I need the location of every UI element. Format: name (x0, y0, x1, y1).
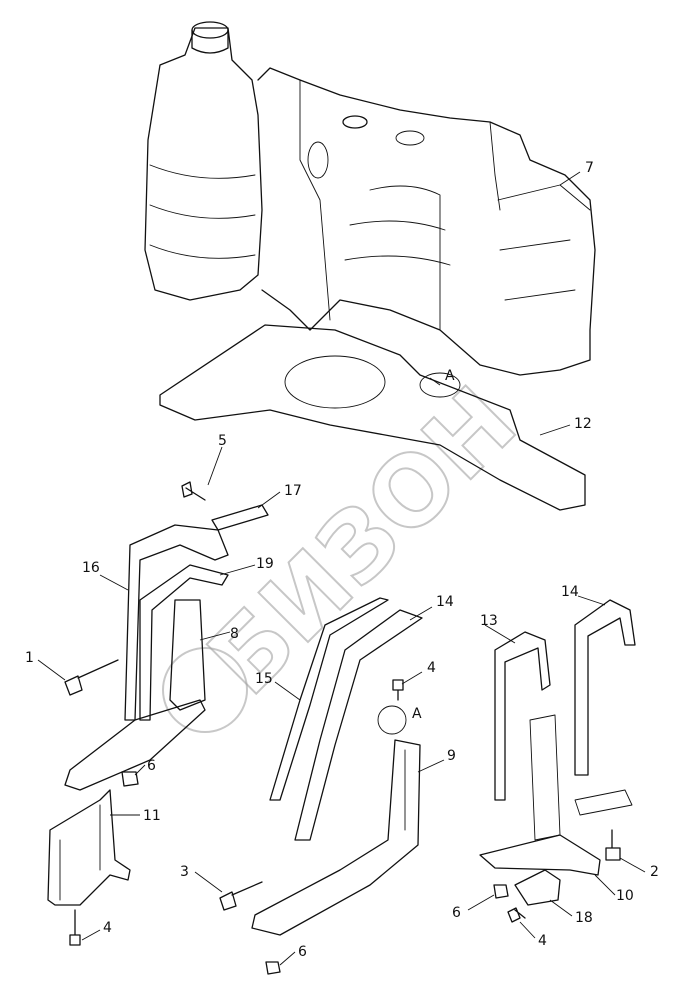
middle-bracket-assembly (219, 597, 423, 975)
callout-1: 1 (25, 650, 34, 666)
nut-part-6-right (493, 884, 509, 899)
watermark-text: БИЗОН (187, 366, 537, 716)
callout-6-right: 6 (452, 905, 461, 921)
bolt-part-2 (605, 829, 621, 861)
bracket-part-18 (514, 869, 561, 906)
callout-18: 18 (575, 910, 593, 926)
strap-part-15 (269, 597, 389, 801)
bolt-part-4-left (69, 909, 81, 946)
bolt-part-3 (219, 881, 263, 911)
callout-8: 8 (230, 626, 239, 642)
watermark: БИЗОН (162, 365, 539, 733)
callout-6-middle: 6 (298, 944, 307, 960)
callout-labels: 7 12 A 5 17 16 19 8 1 6 11 4 14 15 4 A 9… (25, 160, 659, 960)
bolt-part-1 (64, 659, 119, 696)
callout-14-right: 14 (561, 584, 579, 600)
bracket-part-8 (169, 599, 206, 711)
plate-part-17 (211, 504, 269, 531)
left-bracket-assembly (47, 481, 269, 946)
callout-7: 7 (585, 160, 594, 176)
leader-lines (37, 171, 646, 966)
callout-10: 10 (616, 888, 634, 904)
nut-part-6-left (121, 771, 139, 787)
callout-2: 2 (650, 864, 659, 880)
callout-3: 3 (180, 864, 189, 880)
bolt-part-4-right (507, 907, 526, 923)
strap-part-16 (124, 524, 229, 721)
detail-marker-a-top: A (445, 368, 455, 384)
callout-11: 11 (143, 808, 161, 824)
bolt-part-4-middle (392, 679, 404, 701)
callout-4-right: 4 (538, 933, 547, 949)
strap-part-13 (494, 631, 551, 801)
bracket-part-9 (251, 739, 421, 936)
bracket-part-10 (479, 834, 601, 876)
callout-5: 5 (218, 433, 227, 449)
callout-12: 12 (574, 416, 592, 432)
strap-part-14-right (574, 599, 636, 776)
strap-part-19 (139, 564, 229, 721)
strap-part-14-middle (294, 609, 423, 841)
tank-pad-part-12 (159, 324, 586, 511)
callout-15: 15 (255, 671, 273, 687)
callout-13: 13 (480, 613, 498, 629)
fuel-tank-part-7 (144, 21, 596, 376)
bolt-part-5 (181, 481, 206, 501)
callout-16: 16 (82, 560, 100, 576)
detail-marker-a-middle: A (412, 706, 422, 722)
callout-14-middle: 14 (436, 594, 454, 610)
callout-6-left: 6 (147, 758, 156, 774)
bracket-part-11 (47, 789, 131, 906)
nut-part-6-middle (265, 961, 281, 975)
watermark-logo-ring (162, 647, 248, 733)
callout-9: 9 (447, 748, 456, 764)
callout-19: 19 (256, 556, 274, 572)
callout-4-left: 4 (103, 920, 112, 936)
callout-17: 17 (284, 483, 302, 499)
callout-4-middle: 4 (427, 660, 436, 676)
right-bracket-assembly (479, 599, 636, 923)
